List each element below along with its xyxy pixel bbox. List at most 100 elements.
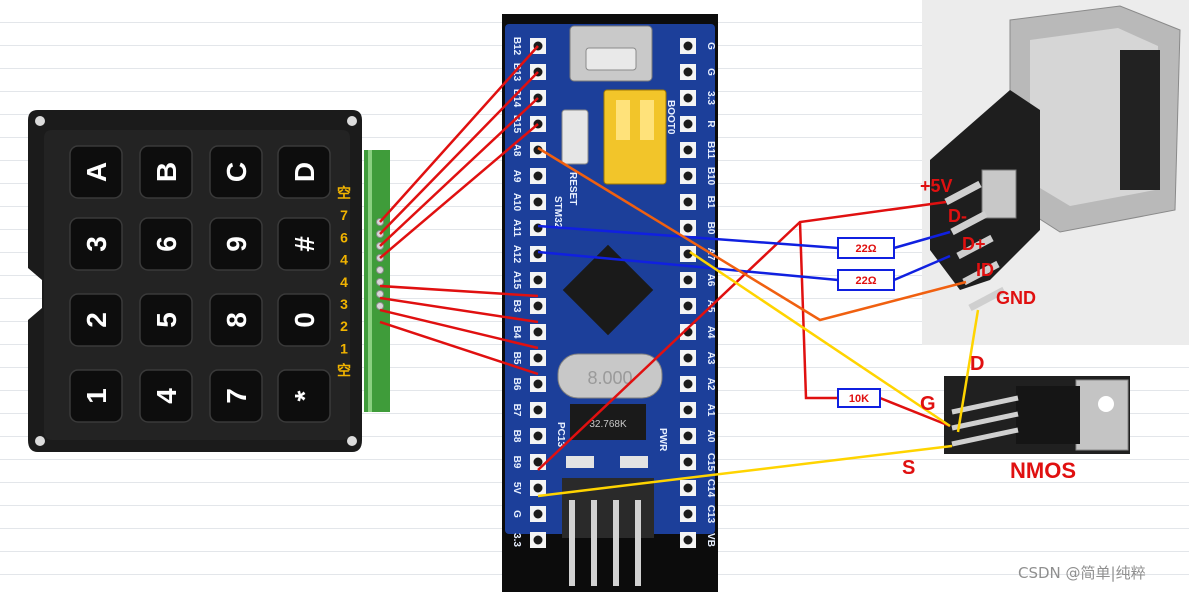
resistor-22-ohm-dplus (837, 269, 895, 291)
header-pin-label: A1 (705, 404, 716, 417)
header-pin-label: A4 (705, 326, 716, 339)
header-pin-label: G (705, 42, 716, 50)
swd-pin (569, 500, 575, 586)
resistor-label: 22Ω (855, 243, 876, 255)
rtc-crystal-label: 32.768K (589, 419, 627, 430)
keypad-key-label: D (289, 162, 320, 182)
keypad-key (139, 369, 193, 423)
header-pin-label: B8 (511, 430, 522, 443)
usb-pin-label: ID (976, 260, 994, 280)
usb-pin-label: D+ (962, 234, 986, 254)
keypad-key (277, 217, 331, 271)
boot-jumpers (603, 89, 667, 185)
led-pc13 (566, 456, 594, 468)
header-pin-label: VB (705, 533, 716, 547)
mosfet-source-label: S (902, 457, 915, 479)
header-pin-label: A9 (511, 170, 522, 183)
keypad-key (139, 293, 193, 347)
swd-pin (635, 500, 641, 586)
keypad-key (277, 145, 331, 199)
header-pin-label: B4 (511, 326, 522, 339)
header-pin-label: B13 (511, 63, 522, 82)
led-pwr (620, 456, 648, 468)
keypad-key-label: 8 (221, 312, 252, 328)
usb-pin-label: D- (948, 206, 967, 226)
watermark: CSDN @简单|纯粹 (1018, 564, 1146, 582)
header-pin-label: A11 (511, 219, 522, 237)
header-pin-label: B0 (705, 222, 716, 235)
wire-drain-gnd (956, 309, 980, 433)
header-pin-label: C13 (705, 505, 716, 524)
header-pin-label: 3.3 (511, 533, 522, 547)
keypad-key-label: B (151, 162, 182, 182)
header-pin-label: B12 (511, 37, 522, 56)
resistor-label: 10K (849, 393, 869, 405)
header-pin-label: A15 (511, 271, 522, 290)
wire-d-plus-a (537, 250, 839, 282)
crystal-8mhz (557, 353, 663, 399)
header-pin-label: A0 (705, 430, 716, 443)
keypad-pin-label: 空 (337, 363, 351, 379)
usb-leg (968, 286, 1006, 312)
header-pin-label: B3 (511, 300, 522, 313)
keypad-pin-label: 3 (340, 296, 348, 312)
keypad-mount-hole (347, 116, 357, 126)
keypad-key (209, 293, 263, 347)
keypad-mount-hole (35, 436, 45, 446)
keypad-key-label: 5 (151, 312, 182, 328)
header-pin-label: B10 (705, 167, 716, 186)
usb-leg (962, 260, 1000, 286)
keypad-connector-pin (376, 302, 384, 310)
header-pin-label: A12 (511, 245, 522, 264)
mosfet-drain-label: D (970, 353, 984, 375)
header-pin-label: B15 (511, 115, 522, 134)
usb-leg (956, 234, 994, 260)
keypad-key-label: # (289, 236, 320, 252)
reset-button (561, 109, 589, 165)
header-pin-label: G (705, 68, 716, 76)
boot-label: BOOT0 (665, 100, 676, 135)
wire-id (537, 146, 967, 322)
wire-d-plus-b (893, 254, 951, 282)
header-pin-label: A3 (705, 352, 716, 365)
keypad-pin-label: 1 (340, 340, 348, 356)
keypad-key-label: 1 (81, 388, 112, 404)
wire-gate-a (798, 221, 838, 400)
header-pin-label: B11 (705, 141, 716, 159)
wire-keypad-b3 (379, 284, 539, 298)
header-pin-label: B5 (511, 352, 522, 365)
pwr-label: PWR (657, 428, 668, 452)
header-pin-label: B6 (511, 378, 522, 391)
usb-pin-label: GND (996, 288, 1036, 308)
keypad-key-label: 4 (151, 388, 182, 404)
wire-keypad-b4 (379, 296, 539, 324)
header-pin-label: B14 (511, 89, 522, 108)
resistor-22-ohm-dminus (837, 237, 895, 259)
keypad-key (209, 217, 263, 271)
keypad-pin-label: 4 (340, 274, 348, 290)
usb-leg (944, 180, 982, 206)
swd-pin (613, 500, 619, 586)
keypad-key (277, 369, 331, 423)
keypad-key-label: 0 (289, 312, 320, 328)
stm32-board: BOOT0 RESET STM32 8.000 32.768K PC13 PWR… (502, 14, 718, 592)
wire-keypad-b14 (379, 97, 539, 247)
resistor-10k (837, 388, 881, 408)
keypad-connector-pin (376, 290, 384, 298)
keypad-mount-hole (35, 116, 45, 126)
header-pin-label: C14 (705, 479, 716, 498)
keypad-key-label: 7 (221, 388, 252, 404)
keypad-key-label: * (289, 390, 320, 401)
header-pin-label: 3.3 (705, 91, 716, 105)
swd-pin (591, 500, 597, 586)
header-pin-label: G (511, 510, 522, 518)
nmos-tab (1075, 379, 1129, 451)
keypad-mount-hole (347, 436, 357, 446)
keypad-key (69, 293, 123, 347)
wire-keypad-b12 (379, 45, 539, 223)
header-pin-label: B7 (511, 404, 522, 417)
keypad-key (69, 217, 123, 271)
mosfet-gate-label: G (920, 393, 936, 415)
